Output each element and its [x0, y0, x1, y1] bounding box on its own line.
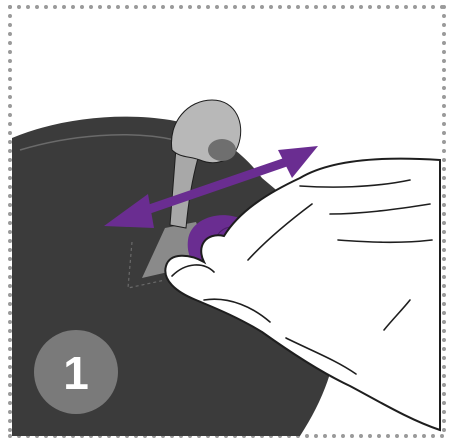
- step-number: 1: [63, 347, 89, 399]
- step-badge: 1: [34, 330, 118, 414]
